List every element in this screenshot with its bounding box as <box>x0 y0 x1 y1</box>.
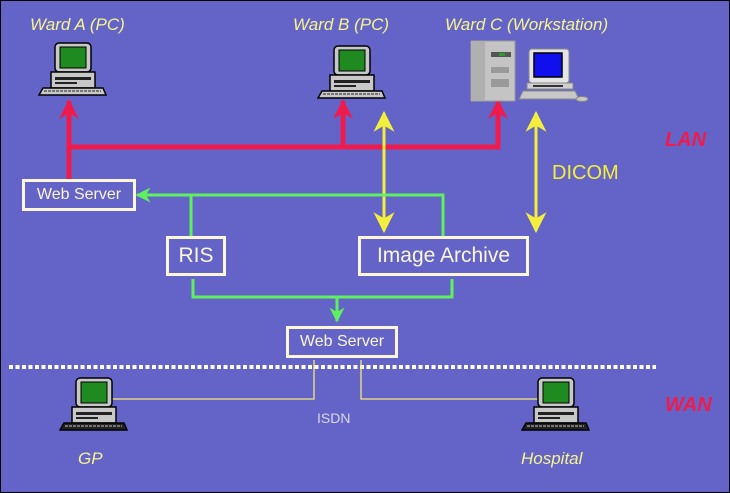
dicom-label: DICOM <box>552 162 619 184</box>
lan-zone-label: LAN <box>665 129 707 151</box>
wan-zone-label: WAN <box>665 394 712 416</box>
web-links <box>135 187 454 323</box>
desktop-pc-icon <box>38 42 108 96</box>
ris-label: RIS <box>178 244 214 267</box>
web-link-to-wan-server <box>191 279 454 299</box>
dicom-links <box>373 110 547 234</box>
ward-b-label: Ward B (PC) <box>293 15 390 34</box>
web-link-to-lan-server <box>135 187 445 237</box>
hospital-label: Hospital <box>521 449 583 468</box>
image-archive-box: Image Archive <box>358 236 529 276</box>
workstation-icon <box>470 40 589 102</box>
ward-c-label: Ward C (Workstation) <box>445 15 609 34</box>
isdn-links <box>107 360 541 400</box>
isdn-label: ISDN <box>317 410 351 426</box>
ward-a-label: Ward A (PC) <box>30 15 125 34</box>
lan-links <box>59 99 508 179</box>
ris-box: RIS <box>166 236 226 276</box>
desktop-pc-icon <box>317 45 387 99</box>
web-server-wan-box: Web Server <box>286 326 398 358</box>
desktop-pc-icon <box>59 377 129 431</box>
gp-label: GP <box>78 449 103 468</box>
web-server-wan-label: Web Server <box>299 333 385 350</box>
web-server-lan-label: Web Server <box>36 186 122 203</box>
web-server-lan-box: Web Server <box>22 179 136 211</box>
image-archive-label: Image Archive <box>376 244 511 267</box>
lan-trunk <box>66 141 501 179</box>
isdn-link-gp <box>107 360 315 400</box>
desktop-pc-icon <box>521 377 591 431</box>
isdn-link-hospital <box>360 360 541 400</box>
